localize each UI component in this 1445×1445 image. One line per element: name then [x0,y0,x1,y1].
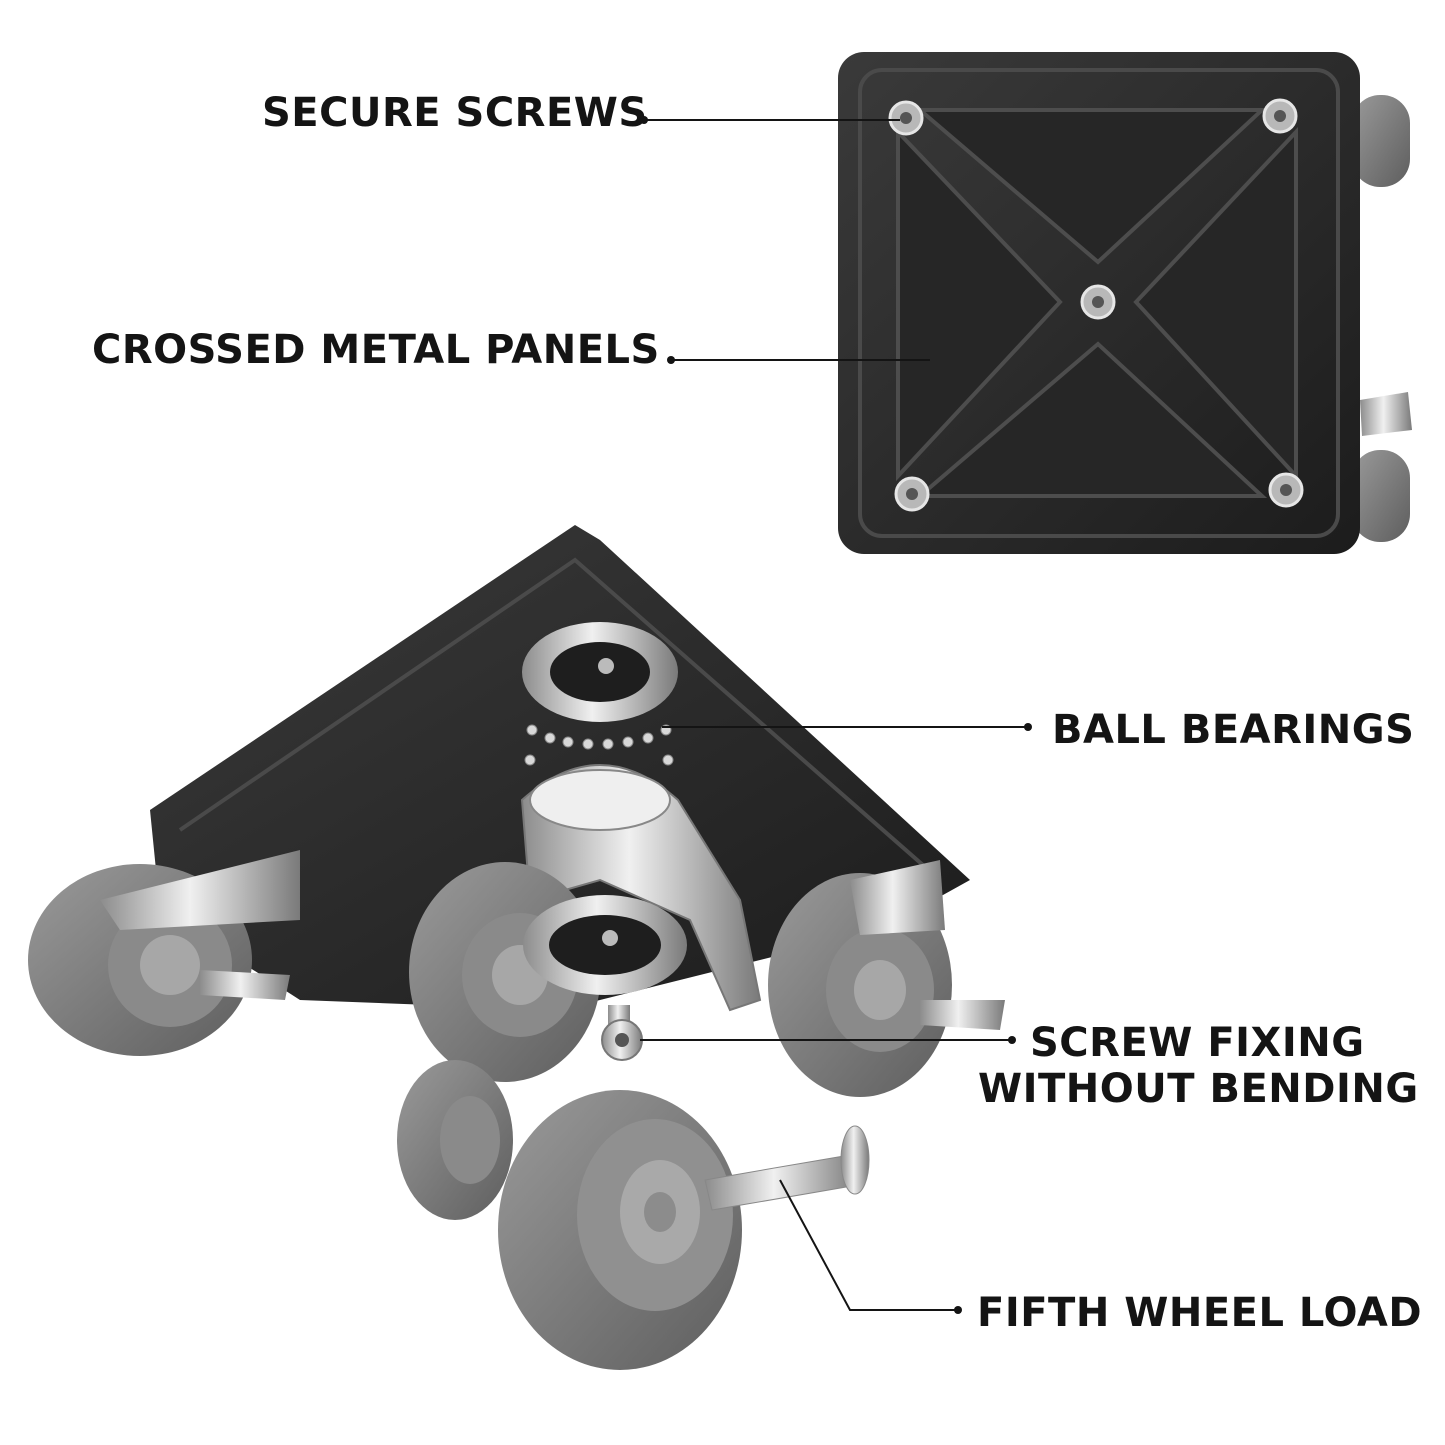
wheel-left [28,850,300,1056]
leader-lines [640,116,1032,1314]
axle-pin-icon [704,1125,870,1211]
brake-pedal-right [920,1000,1005,1030]
top-view-dolly [838,52,1412,554]
callout-crossed-metal-panels: CROSSED METAL PANELS [92,327,660,373]
callout-ball-bearings: BALL BEARINGS [1052,707,1415,753]
callout-screw-fixing-line1: SCREW FIXING [1030,1020,1365,1066]
screw-icons [888,98,1304,512]
fifth-wheel [498,1090,742,1370]
side-wheel-top [1352,95,1410,187]
callout-screw-fixing-line2: WITHOUT BENDING [978,1066,1419,1112]
wheel-back [397,1060,513,1220]
callout-fifth-wheel-load: FIFTH WHEEL LOAD [977,1290,1423,1336]
fixing-screw-icon [601,1005,643,1061]
callout-screw-fixing: SCREW FIXING WITHOUT BENDING [978,1020,1419,1112]
side-wheel-bottom [1352,450,1410,542]
brake-pedal-left [200,970,290,1000]
brake-lever [1360,392,1412,436]
callout-secure-screws: SECURE SCREWS [262,90,648,136]
exploded-dolly [28,525,1005,1370]
tilted-plate [150,525,970,1010]
crossed-panels [896,108,1298,498]
